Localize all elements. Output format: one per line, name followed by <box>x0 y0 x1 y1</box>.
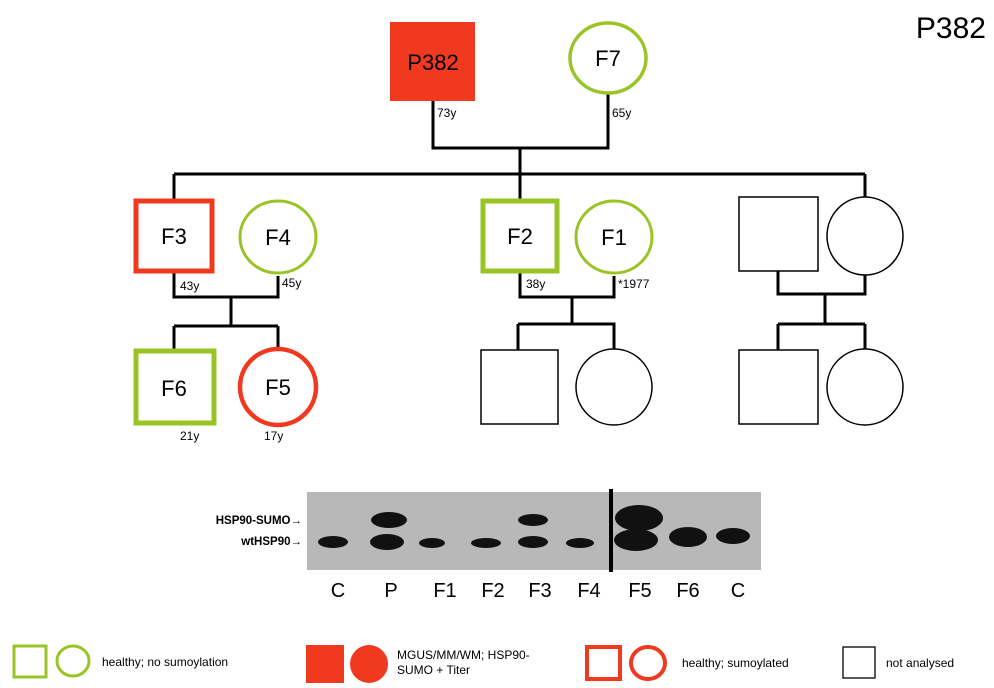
band-c-wt <box>318 536 348 548</box>
legend-square-symbol <box>306 645 344 683</box>
legend-text: healthy; no sumoylation <box>102 655 228 669</box>
couple-line-f3-f4 <box>172 271 280 299</box>
lane-labels: C P F1 F2 F3 F4 F5 F6 C <box>331 580 745 602</box>
band-f4-wt <box>566 538 594 548</box>
lane-label: F3 <box>528 580 551 602</box>
band-f1-wt <box>419 538 445 548</box>
pedigree-lines <box>172 89 867 350</box>
band-p-sumo <box>371 512 407 528</box>
individual-age: 65y <box>612 106 631 120</box>
legend-item-healthy: healthy; no sumoylation <box>12 644 228 679</box>
legend-square-symbol <box>585 645 622 681</box>
unanalysed-female-symbol <box>826 348 904 426</box>
blot-bands <box>318 505 750 551</box>
individual-label: F1 <box>601 225 627 250</box>
legend-circle-symbol <box>350 645 388 683</box>
individual-f7: F7 65y <box>568 21 648 120</box>
lane-label: F1 <box>433 580 456 602</box>
band-label-hsp90-sumo: HSP90-SUMO→ <box>216 515 302 527</box>
individual-age: 43y <box>180 279 199 293</box>
legend-text: healthy; sumoylated <box>682 656 789 670</box>
individual-label: F3 <box>161 224 187 249</box>
sumoylated-male-symbol <box>133 198 215 274</box>
individual-age: *1977 <box>618 277 650 291</box>
individual-f1: F1 *1977 <box>574 199 654 291</box>
individual-label: F7 <box>595 46 621 71</box>
couple-line-right <box>776 271 867 296</box>
healthy-female-symbol <box>568 21 648 95</box>
individual-f5: F5 17y <box>237 346 319 443</box>
legend-item-not-analysed: not analysed <box>842 646 954 679</box>
individual-f3: F3 43y <box>133 198 215 293</box>
individual-right-children <box>738 348 904 426</box>
healthy-female-symbol <box>238 199 318 275</box>
legend-square-symbol <box>12 644 48 679</box>
band-f5-sumo <box>615 505 663 531</box>
individual-age: 17y <box>264 429 283 443</box>
healthy-male-symbol <box>480 198 560 274</box>
band-f3-wt <box>518 536 548 548</box>
band-f2-wt <box>471 538 501 548</box>
lane-label: P <box>384 580 397 602</box>
legend: healthy; no sumoylation MGUS/MM/WM; HSP9… <box>12 644 954 683</box>
individual-f6: F6 21y <box>133 348 217 443</box>
individual-f2: F2 38y <box>480 198 560 291</box>
individual-label: F6 <box>161 376 187 401</box>
affected-male-symbol <box>390 22 475 101</box>
healthy-male-symbol <box>133 348 217 426</box>
lane-label: C <box>731 580 745 602</box>
unanalysed-male-symbol <box>480 349 559 425</box>
individual-age: 21y <box>180 429 199 443</box>
sumoylated-female-symbol <box>237 346 319 428</box>
legend-text: MGUS/MM/WM; HSP90- SUMO + Titer <box>397 648 533 677</box>
individual-age: 45y <box>282 276 301 290</box>
individual-f4: F4 45y <box>238 199 318 290</box>
band-c2-wt <box>716 528 750 544</box>
legend-text: not analysed <box>886 656 954 670</box>
legend-item-sumoylated: healthy; sumoylated <box>585 645 789 681</box>
band-p-wt <box>370 534 404 550</box>
couple-line-f2-f1 <box>518 271 616 299</box>
legend-circle-symbol <box>55 644 91 678</box>
lane-label: F2 <box>481 580 504 602</box>
individual-f2-children <box>480 348 653 426</box>
sibship-line-f2-children <box>518 322 616 349</box>
western-blot: HSP90-SUMO→ wtHSP90→ C P F1 F2 F3 F4 F5 … <box>216 489 761 602</box>
band-f6-wt <box>669 527 707 547</box>
individual-age: 38y <box>526 277 545 291</box>
individual-label: F2 <box>507 224 533 249</box>
unanalysed-male-symbol <box>738 196 819 272</box>
band-f3-sumo <box>518 514 548 526</box>
individual-label: F4 <box>265 225 291 250</box>
individual-label: F5 <box>265 375 291 400</box>
legend-square-symbol <box>842 646 876 679</box>
unanalysed-female-symbol <box>575 348 653 426</box>
healthy-female-symbol <box>574 199 654 275</box>
individual-label: P382 <box>407 50 458 75</box>
lane-label: F6 <box>676 580 699 602</box>
figure-title: P382 <box>916 12 986 45</box>
unanalysed-female-symbol <box>826 196 904 276</box>
lane-label: C <box>331 580 345 602</box>
band-label-wthsp90: wtHSP90→ <box>240 536 302 548</box>
band-f5-wt <box>614 529 658 551</box>
lane-label: F4 <box>577 580 600 602</box>
individual-age: 73y <box>437 106 456 120</box>
individual-p382: P382 73y <box>390 22 475 120</box>
legend-item-affected: MGUS/MM/WM; HSP90- SUMO + Titer <box>306 645 533 683</box>
legend-circle-symbol <box>629 645 667 681</box>
lane-label: F5 <box>628 580 651 602</box>
unanalysed-male-symbol <box>738 349 819 425</box>
individual-unknown-couple <box>738 196 904 276</box>
